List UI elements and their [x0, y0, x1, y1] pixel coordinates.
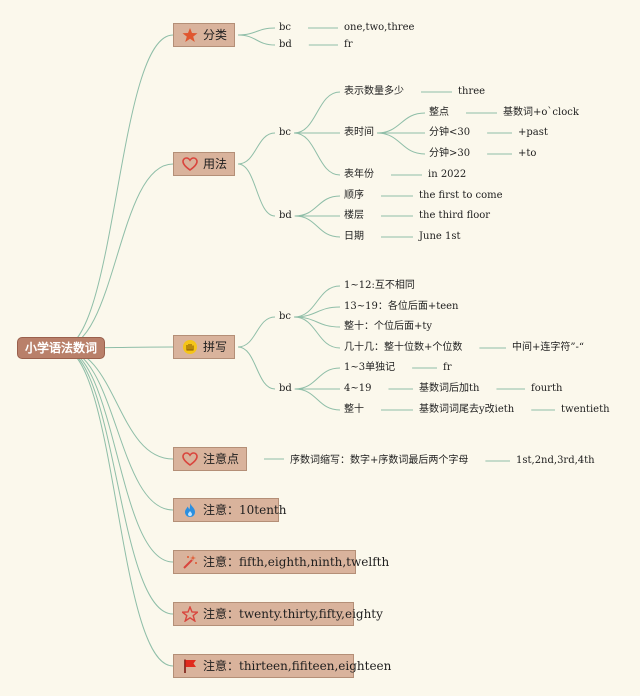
node-label[interactable]: 基数词词尾去y改ieth	[419, 404, 515, 415]
heart-icon	[182, 156, 198, 172]
heart-icon	[182, 451, 198, 467]
leaf-label[interactable]: fr	[344, 39, 353, 50]
node-label[interactable]: 几十几：整十位数+个位数	[344, 342, 463, 353]
node-label[interactable]: 分钟>30	[429, 148, 471, 159]
connector-line	[237, 316, 276, 348]
topic-note-irregular-ordinals[interactable]: 注意：fifth,eighth,ninth,twelfth	[173, 550, 389, 574]
topic-spelling[interactable]: 拼写	[173, 335, 235, 359]
topic-note-tenth[interactable]: 注意：10tenth	[173, 498, 286, 522]
node-label[interactable]: 整十	[344, 404, 364, 415]
leaf-label[interactable]: 中间+连字符”-“	[512, 342, 584, 353]
connector-line	[237, 27, 276, 36]
hand-icon	[182, 339, 198, 355]
connector-line	[237, 132, 276, 165]
node-label[interactable]: 1~12:互不相同	[344, 280, 415, 291]
connector-line	[237, 163, 276, 217]
leaf-label[interactable]: twentieth	[561, 404, 610, 415]
branch-bd[interactable]: bd	[279, 39, 292, 50]
leaf-label[interactable]: three	[458, 86, 486, 97]
branch-bc[interactable]: bc	[279, 311, 292, 322]
leaf-label[interactable]: fr	[443, 362, 452, 373]
node-label[interactable]: 日期	[344, 231, 364, 242]
node-label[interactable]: 楼层	[344, 210, 364, 221]
connector-line	[60, 34, 174, 349]
branch-bd[interactable]: bd	[279, 383, 292, 394]
leaf-label[interactable]: +to	[518, 148, 537, 159]
connector-line	[237, 34, 276, 46]
topic-label: 注意：thirteen,fifiteen,eighteen	[203, 659, 392, 673]
connector-line	[60, 347, 174, 460]
flag-icon	[182, 658, 198, 674]
connector-line	[293, 91, 341, 134]
node-label[interactable]: 1~3单独记	[344, 362, 396, 373]
connector-line	[60, 347, 174, 615]
topic-label: 注意：fifth,eighth,ninth,twelfth	[203, 555, 390, 569]
flame-icon	[182, 502, 198, 518]
topic-label: 注意：twenty.thirty,fifty,eighty	[203, 607, 383, 621]
topic-label: 注意：10tenth	[203, 503, 287, 517]
leaf-label[interactable]: +past	[518, 127, 548, 138]
root-node[interactable]: 小学语法数词	[17, 337, 105, 359]
branch-bc[interactable]: bc	[279, 127, 292, 138]
connector-line	[294, 388, 341, 411]
topic-label: 注意点	[203, 452, 240, 466]
connector-line	[376, 112, 426, 134]
leaf-label[interactable]: 1st,2nd,3rd,4th	[516, 455, 595, 466]
node-label[interactable]: 整点	[429, 107, 449, 118]
topic-notes[interactable]: 注意点	[173, 447, 247, 471]
topic-classification[interactable]: 分类	[173, 23, 235, 47]
branch-bd[interactable]: bd	[279, 210, 292, 221]
topic-label: 分类	[203, 28, 228, 42]
connector-line	[293, 132, 341, 176]
node-label[interactable]: 表示数量多少	[344, 86, 404, 97]
connector-line	[294, 195, 341, 217]
connector-line	[294, 306, 341, 318]
connector-line	[294, 285, 341, 318]
topic-label: 用法	[203, 157, 228, 171]
node-label[interactable]: 分钟<30	[429, 127, 471, 138]
leaf-label[interactable]: the third floor	[419, 210, 491, 221]
leaf-label[interactable]: the first to come	[419, 190, 503, 201]
branch-bc[interactable]: bc	[279, 22, 292, 33]
leaf-label[interactable]: in 2022	[428, 169, 467, 180]
topic-note-teens[interactable]: 注意：thirteen,fifiteen,eighteen	[173, 654, 391, 678]
connector-line	[60, 347, 174, 667]
leaf-label[interactable]: one,two,three	[344, 22, 415, 33]
star-outline-icon	[182, 606, 198, 622]
connector-line	[294, 367, 341, 390]
star-icon	[182, 27, 198, 43]
leaf-label[interactable]: June 1st	[419, 231, 461, 242]
magic-wand-icon	[182, 554, 198, 570]
node-label[interactable]: 基数词后加th	[419, 383, 480, 394]
node-label[interactable]: 整十：个位后面+ty	[344, 321, 433, 332]
node-label[interactable]: 4~19	[344, 383, 372, 394]
leaf-label[interactable]: 基数词+o`clock	[503, 107, 579, 118]
node-label[interactable]: 顺序	[344, 190, 364, 201]
topic-usage[interactable]: 用法	[173, 152, 235, 176]
connector-line	[294, 316, 341, 349]
leaf-label[interactable]: fourth	[531, 383, 563, 394]
connector-line	[376, 132, 426, 155]
node-label[interactable]: 表年份	[344, 169, 374, 180]
node-label[interactable]: 13~19：各位后面+teen	[344, 301, 459, 312]
node-label[interactable]: 序数词缩写：数字+序数词最后两个字母	[290, 455, 469, 466]
node-label[interactable]: 表时间	[344, 127, 374, 138]
connector-line	[294, 215, 341, 238]
topic-label: 拼写	[203, 340, 228, 354]
connector-line	[60, 347, 174, 511]
topic-note-tens[interactable]: 注意：twenty.thirty,fifty,eighty	[173, 602, 383, 626]
connector-line	[237, 346, 276, 390]
